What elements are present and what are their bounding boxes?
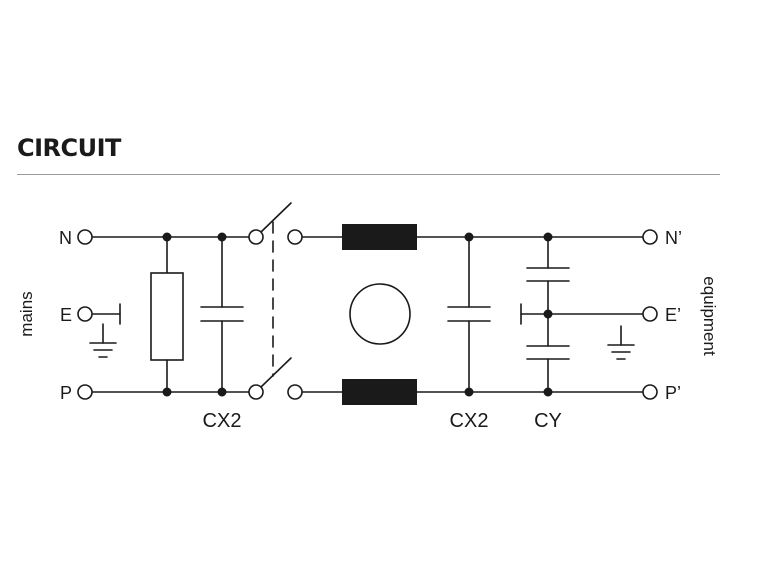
switch-contact-n-right [287,229,303,245]
cx2-left-label: CX2 [203,410,242,432]
cx2-left-capacitor [200,236,244,393]
choke-core [349,283,411,345]
switch-contact-n-left [248,229,264,245]
label-p-right: P’ [665,383,681,403]
choke-winding-top [342,224,417,250]
terminal-e-left [77,306,93,322]
cx2-right-capacitor [447,236,491,393]
terminal-e-right [642,306,658,322]
label-e-left: E [60,305,72,325]
terminal-n-left [77,229,93,245]
title-divider [17,174,720,175]
cy-capacitors [520,236,644,393]
section-title: CIRCUIT [17,134,121,162]
cx2-right-label: CX2 [450,410,489,432]
mains-label: mains [17,291,36,336]
label-e-right: E’ [665,305,681,325]
label-n-right: N’ [665,228,682,248]
junction-dots [162,232,553,397]
discharge-resistor [150,272,184,361]
cy-label: CY [534,410,562,432]
terminal-p-left [77,384,93,400]
power-switch [260,202,292,388]
switch-contact-p-right [287,384,303,400]
label-n-left: N [59,228,72,248]
left-earth-group [89,303,121,358]
terminal-p-right [642,384,658,400]
label-p-left: P [60,383,72,403]
right-ground-symbol [607,325,635,360]
switch-contact-p-left [248,384,264,400]
equipment-label: equipment [700,276,719,356]
terminal-n-right [642,229,658,245]
choke-winding-bottom [342,379,417,405]
